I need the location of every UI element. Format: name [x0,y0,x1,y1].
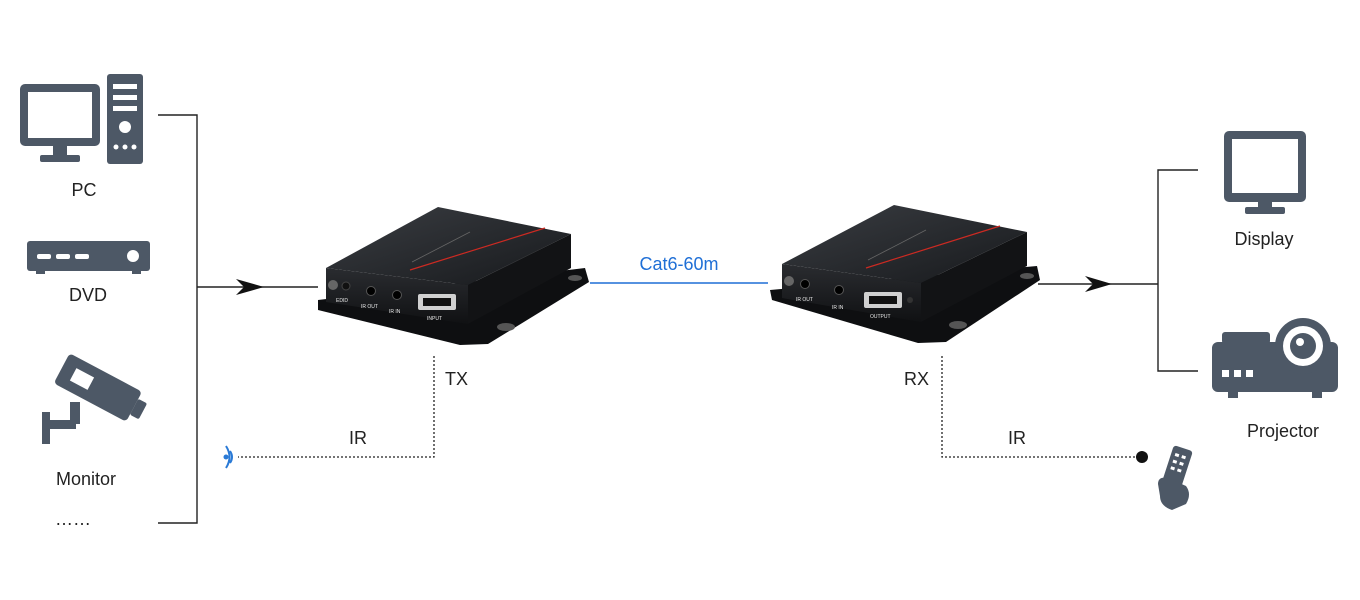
ir-receiver-dot [1136,451,1148,463]
rx-label: RX [904,369,929,389]
tx-port-ir-in: IR IN [389,309,401,315]
dvd-label: DVD [69,285,107,305]
tx-ir-line [238,356,435,458]
tx-label: TX [445,369,468,389]
cable-label: Cat6-60m [639,254,718,274]
remote-control-icon [1158,445,1193,510]
pc-label: PC [71,180,96,200]
rx-port-output: OUTPUT [870,314,891,320]
projector-label: Projector [1247,421,1319,441]
source-bracket [158,114,318,524]
ir-emitter-icon [223,445,233,469]
output-arrow-icon [1085,276,1112,292]
projector-icon [1212,318,1338,398]
rx-ir-line [941,356,1136,458]
dvd-player-icon [27,241,150,274]
transmitter-device: EDID IR OUT IR IN INPUT [318,207,589,345]
display-label: Display [1234,229,1293,249]
input-arrow-icon [236,279,264,295]
display-icon [1224,131,1306,214]
rx-ir-label: IR [1008,428,1026,448]
pc-icon [20,74,143,164]
monitor-label: Monitor [56,469,116,489]
tx-port-edid: EDID [336,298,348,304]
rx-port-ir-in: IR IN [832,305,844,311]
tx-ir-label: IR [349,428,367,448]
more-sources-label: …… [55,509,91,529]
tx-port-input: INPUT [427,316,442,322]
cctv-camera-icon [42,354,147,444]
output-bracket [1038,169,1198,372]
receiver-device: IR OUT IR IN OUTPUT [770,205,1040,343]
rx-port-ir-out: IR OUT [796,297,813,303]
tx-port-ir-out: IR OUT [361,304,378,310]
